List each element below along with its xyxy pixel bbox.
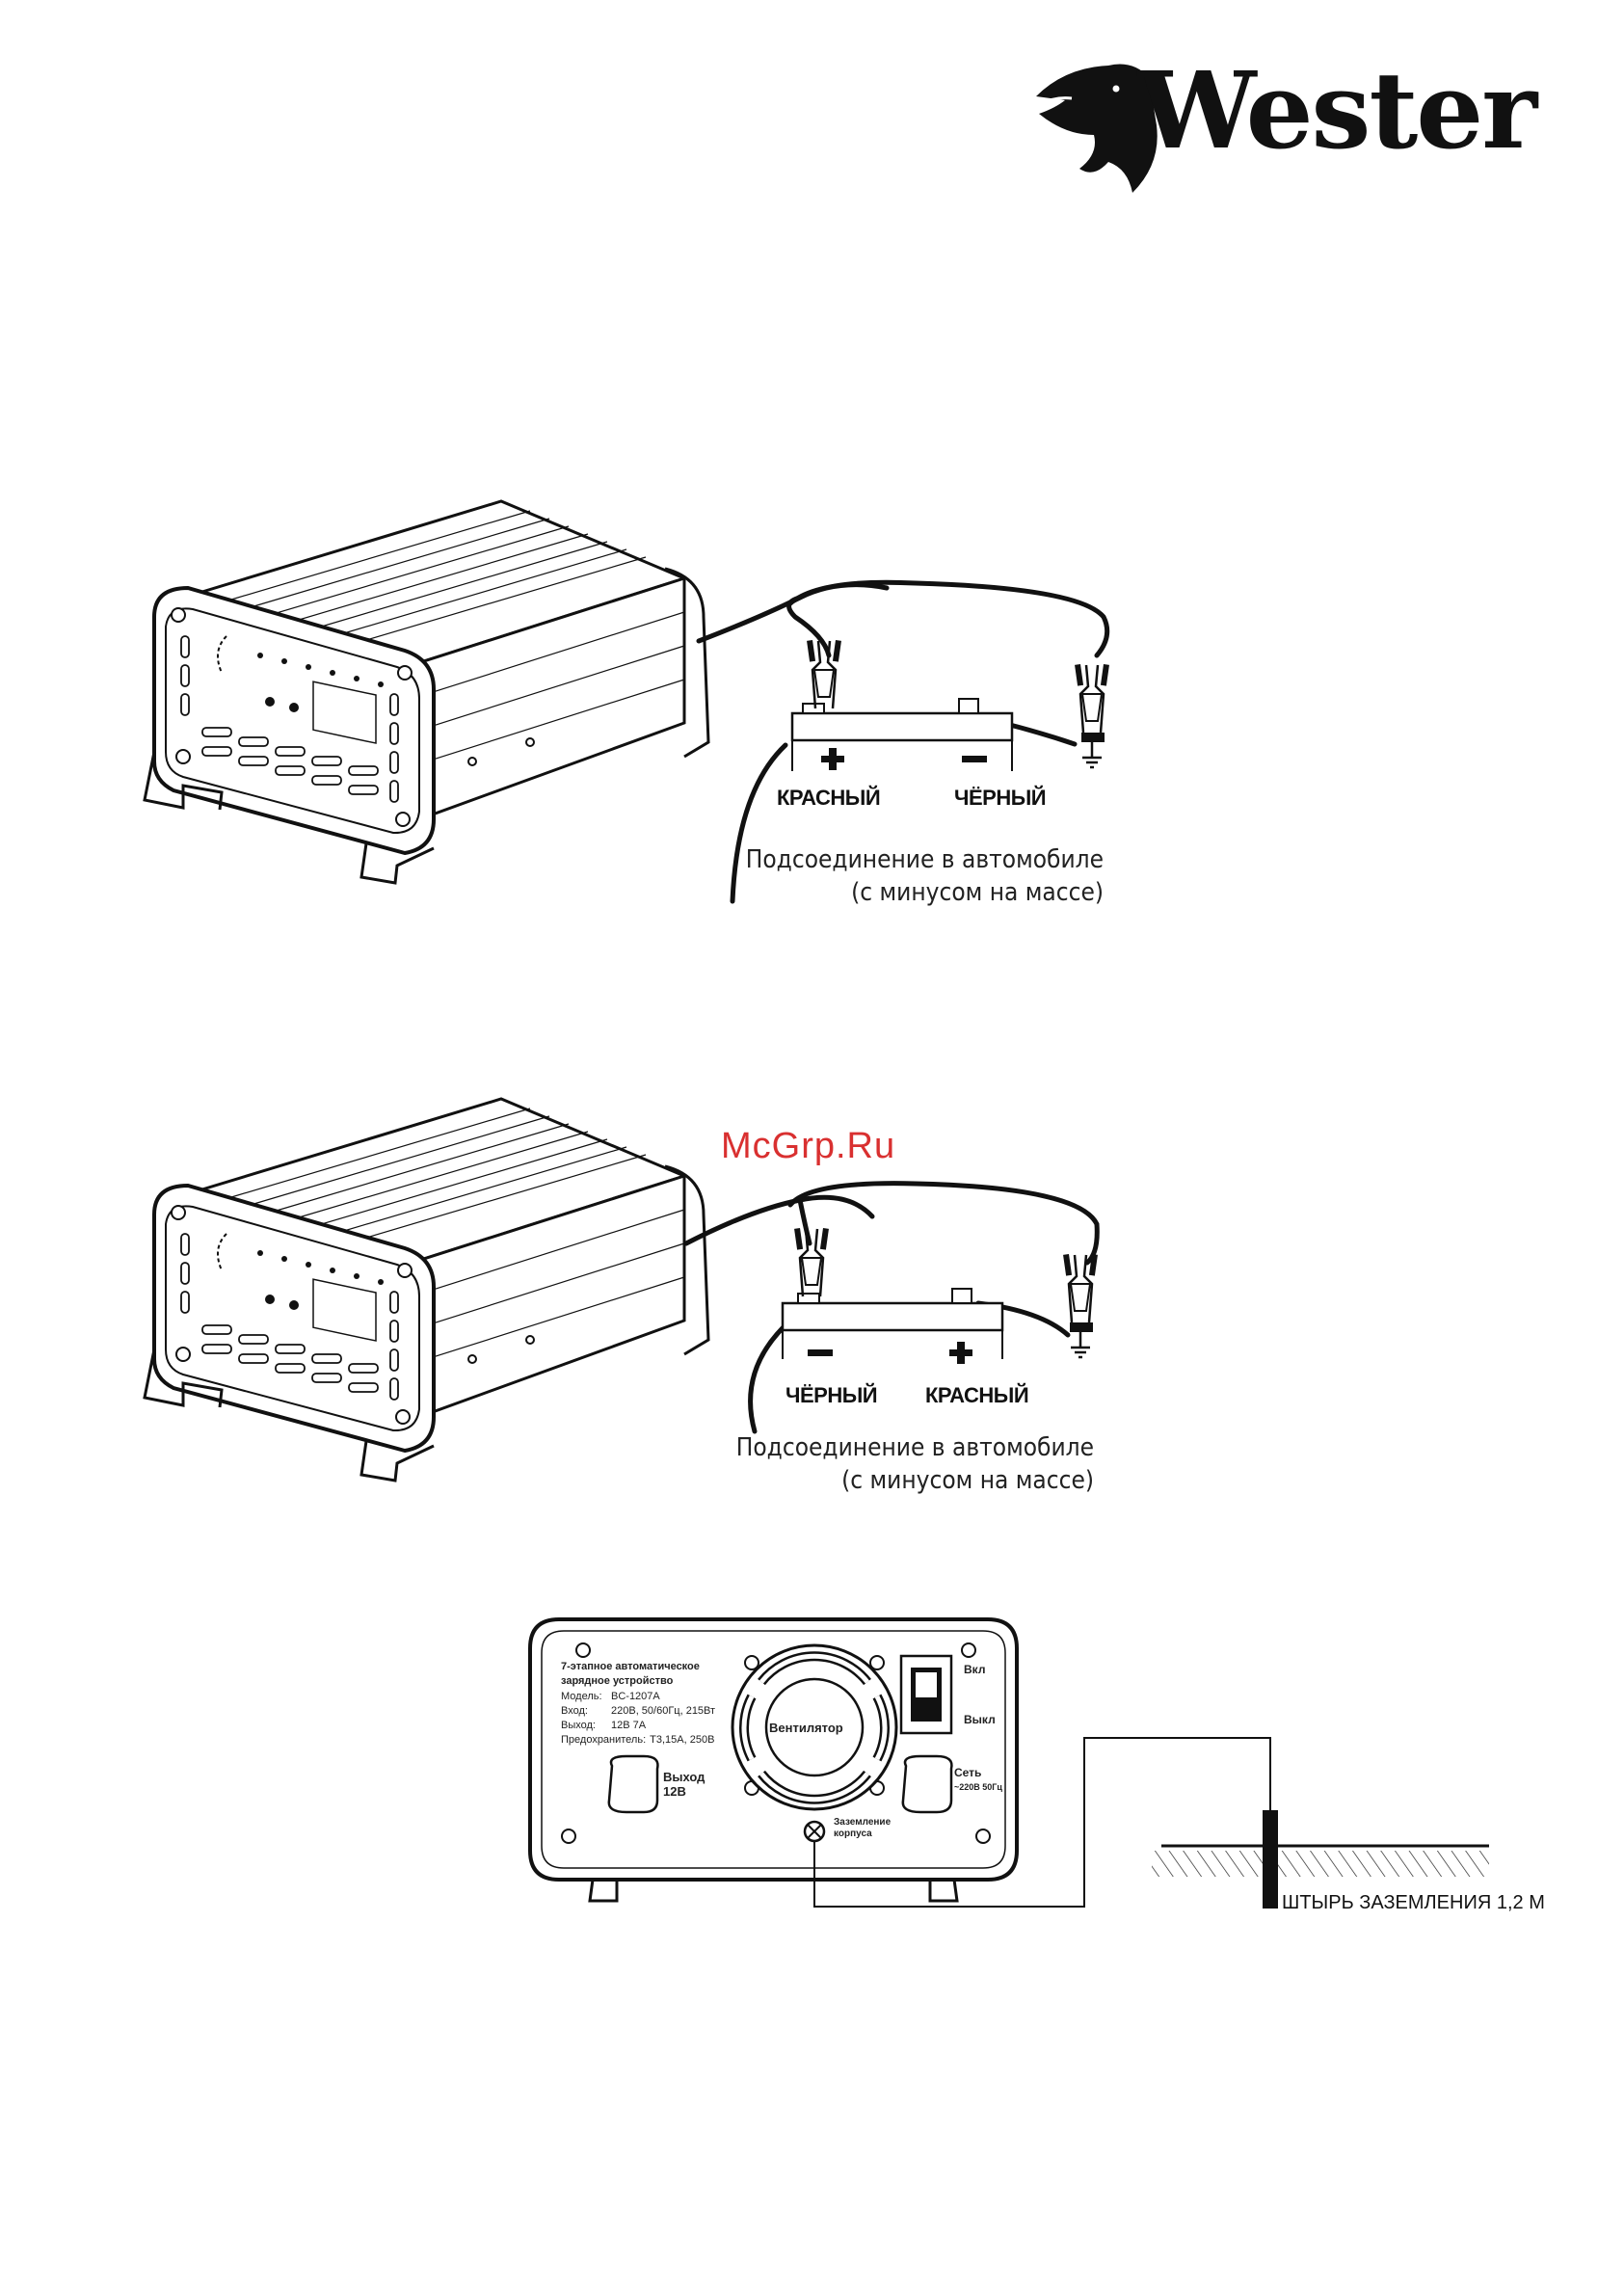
mains-label: Сеть ~220В 50Гц — [954, 1766, 1002, 1795]
diagram1-terminal-black: ЧЁРНЫЙ — [954, 786, 1047, 810]
rear-panel-specs: Модель: BC-1207A Вход: 220В, 50/60Гц, 215В… — [561, 1690, 715, 1748]
ground-wire — [813, 1737, 1271, 1908]
diagram1-caption-line1: Подсоединение в автомобиле — [745, 845, 1104, 874]
rear-panel-title: 7-этапное автоматическое зарядное устрой… — [561, 1660, 700, 1689]
spec-value: BC-1207A — [611, 1691, 660, 1702]
diagram2-clamps — [792, 1226, 1100, 1359]
switch-on-label: Вкл — [964, 1663, 986, 1676]
ground-terminal-label-line2: корпуса — [834, 1829, 872, 1839]
ground-rod-icon — [1263, 1810, 1278, 1909]
diagram2-charger — [143, 1097, 710, 1482]
diagram2-caption: Подсоединение в автомобиле (с минусом на… — [665, 1431, 1094, 1497]
output-label-line2: 12В — [663, 1784, 686, 1799]
power-switch-icon — [899, 1654, 953, 1735]
spec-label: Предохранитель: — [561, 1734, 647, 1746]
spec-value: 220В, 50/60Гц, 215Вт — [611, 1705, 716, 1717]
diagram1-clamps — [805, 638, 1111, 769]
dragon-head-icon — [1036, 64, 1158, 193]
diagram2-caption-line2: (с минусом на массе) — [841, 1466, 1094, 1495]
output-label: Выход 12В — [663, 1770, 705, 1799]
brand-logo: Wester — [1137, 48, 1537, 173]
diagram2-terminal-red: КРАСНЫЙ — [925, 1383, 1029, 1407]
diagram1-charger — [143, 499, 710, 885]
spec-label: Вход: — [561, 1705, 588, 1717]
diagram1-caption-line2: (с минусом на массе) — [851, 878, 1104, 907]
spec-value: T3,15A, 250В — [650, 1734, 715, 1746]
diagram1-cables — [696, 579, 1110, 904]
mains-socket-icon — [901, 1754, 953, 1814]
diagram2-terminal-black: ЧЁРНЫЙ — [785, 1383, 878, 1407]
ground-terminal-icon — [803, 1820, 826, 1843]
diagram1-terminal-red: КРАСНЫЙ — [777, 786, 881, 810]
diagram1-caption: Подсоединение в автомобиле (с минусом на… — [675, 843, 1104, 909]
diagram1-battery — [790, 698, 1014, 771]
fan-icon — [731, 1643, 898, 1811]
mains-label-line1: Сеть — [954, 1766, 982, 1779]
output-label-line1: Выход — [663, 1770, 706, 1784]
ground-terminal-label: Заземление корпуса — [834, 1817, 891, 1840]
spec-value: 12В 7А — [611, 1720, 647, 1731]
switch-off-label: Выкл — [964, 1713, 996, 1726]
diagram2-caption-line1: Подсоединение в автомобиле — [735, 1433, 1094, 1462]
mains-label-line2: ~220В 50Гц — [954, 1782, 1002, 1792]
spec-label: Модель: — [561, 1691, 602, 1702]
watermark: McGrp.Ru — [721, 1126, 896, 1166]
rear-panel-title-line2: зарядное устройство — [561, 1675, 674, 1687]
spec-label: Выход: — [561, 1720, 596, 1731]
ground-symbol-icon — [1082, 742, 1102, 769]
rear-panel — [528, 1617, 1019, 1903]
rear-panel-title-line1: 7-этапное автоматическое — [561, 1661, 700, 1672]
diagram2-battery — [781, 1288, 1004, 1364]
output-socket-icon — [607, 1754, 659, 1814]
ground-rod-label: ШТЫРЬ ЗАЗЕМЛЕНИЯ 1,2 М — [1282, 1892, 1545, 1913]
ground-symbol-icon — [1071, 1332, 1090, 1359]
ground-terminal-label-line1: Заземление — [834, 1817, 892, 1828]
fan-label: Вентилятор — [769, 1721, 843, 1735]
ground-surface — [1147, 1810, 1494, 1909]
